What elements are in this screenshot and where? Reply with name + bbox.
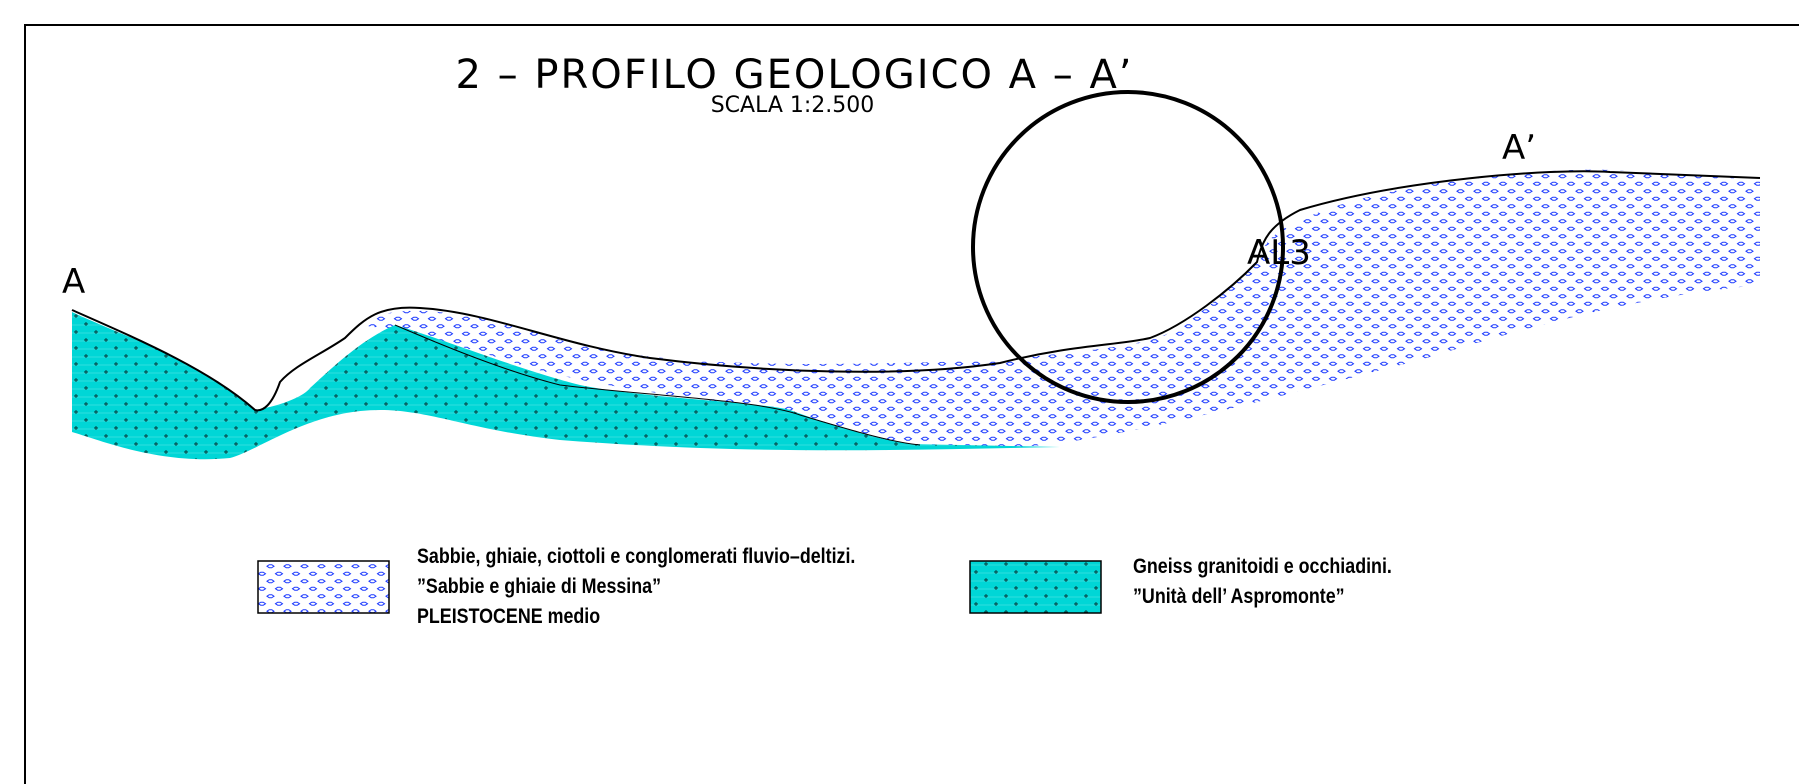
legend-swatch-sand xyxy=(257,560,390,614)
legend-line: ”Sabbie e ghiaie di Messina” xyxy=(417,575,662,598)
sabbie-ghiaie-layer xyxy=(360,169,1760,449)
legend-line: Gneiss granitoidi e occhiadini. xyxy=(1133,555,1392,578)
page-title: 2 – PROFILO GEOLOGICO A – A’ xyxy=(455,52,1134,98)
al3-label: AL3 xyxy=(1247,233,1311,273)
legend-swatch-gneiss xyxy=(969,560,1102,614)
legend-line: PLEISTOCENE medio xyxy=(417,605,601,628)
scale-label: SCALA 1:2.500 xyxy=(710,93,875,118)
topographic-profile xyxy=(71,170,1761,412)
al3-circle xyxy=(971,90,1285,404)
legend-text-gneiss: Gneiss granitoidi e occhiadini. ”Unità d… xyxy=(1133,552,1392,612)
stratigraphic-contact xyxy=(394,324,921,446)
legend-line: Sabbie, ghiaie, ciottoli e conglomerati … xyxy=(417,545,856,568)
legend-line: ”Unità dell’ Aspromonte” xyxy=(1133,585,1345,608)
geological-section xyxy=(71,90,1761,614)
legend-text-sand: Sabbie, ghiaie, ciottoli e conglomerati … xyxy=(417,542,855,632)
section-end-label: A’ xyxy=(1502,128,1537,168)
drawing-frame xyxy=(24,24,1799,784)
section-start-label: A xyxy=(62,262,86,302)
